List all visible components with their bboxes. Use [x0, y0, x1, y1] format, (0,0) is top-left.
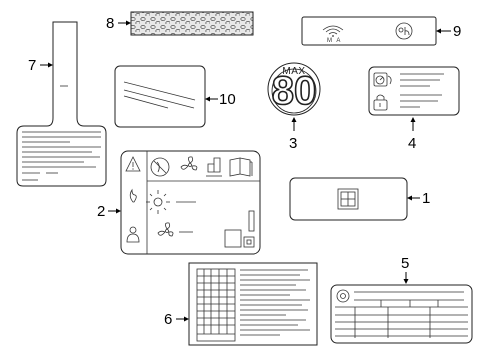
- wireless-ma-text: M A: [327, 38, 342, 44]
- callout-3: 3: [289, 117, 297, 152]
- callout-7-number: 7: [28, 57, 36, 74]
- label-6-document: [188, 262, 318, 346]
- callout-1-number: 1: [422, 190, 430, 207]
- callout-6-number: 6: [164, 311, 172, 328]
- label-8-patterned-strip: [130, 11, 254, 36]
- label-1-small: [289, 177, 408, 221]
- refrigerant-icon: [206, 157, 222, 177]
- wifi-icon: [322, 25, 344, 37]
- callout-7: 7: [28, 57, 53, 74]
- callout-5-number: 5: [401, 255, 409, 272]
- fan-icon: [180, 156, 198, 171]
- callout-2-number: 2: [97, 203, 105, 220]
- callout-1: 1: [407, 190, 430, 207]
- label-2-warning: [120, 150, 261, 255]
- book-icon: [229, 157, 253, 177]
- label-3-max-80: MAX 80: [267, 62, 321, 116]
- person-icon: [126, 226, 140, 243]
- callout-6: 6: [164, 311, 189, 328]
- callout-9-number: 9: [453, 23, 461, 40]
- speed-value: 80: [272, 69, 317, 113]
- label-5-spec: [330, 284, 473, 344]
- person-circle-icon: [395, 22, 413, 40]
- fan-small-icon: [157, 222, 174, 237]
- callout-4: 4: [408, 117, 416, 152]
- sun-icon: [146, 190, 170, 214]
- callout-10-number: 10: [219, 91, 236, 108]
- label-4-info: [368, 66, 460, 116]
- lock-icon: [373, 94, 388, 111]
- callout-3-number: 3: [289, 135, 297, 152]
- label-9-wireless: M A: [301, 16, 437, 46]
- callout-2: 2: [97, 203, 121, 220]
- max-text: MAX: [282, 66, 305, 77]
- callout-4-number: 4: [408, 135, 416, 152]
- warning-triangle-icon: [125, 156, 141, 172]
- callout-8: 8: [106, 15, 131, 32]
- flame-icon: [129, 188, 137, 203]
- label-7-tag: [16, 21, 107, 187]
- label-10-plain: [114, 65, 206, 128]
- no-symbol-icon: [150, 157, 170, 177]
- gauge-icon: [373, 72, 392, 87]
- callout-9: 9: [436, 23, 461, 40]
- callout-10: 10: [205, 91, 236, 108]
- callout-8-number: 8: [106, 15, 114, 32]
- callout-5: 5: [401, 255, 409, 284]
